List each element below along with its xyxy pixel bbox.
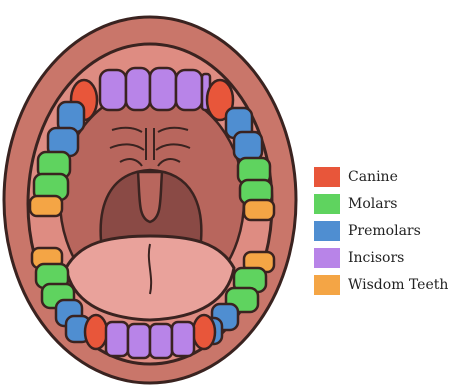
legend-item-molars: Molars	[314, 193, 448, 215]
tooth-wisdom	[30, 196, 62, 216]
legend-item-premolars: Premolars	[314, 220, 448, 242]
legend-item-incisors: Incisors	[314, 247, 448, 269]
tooth-premolar	[234, 132, 262, 160]
tooth-canine	[85, 315, 107, 349]
tooth-incisor	[100, 70, 126, 110]
legend-label: Incisors	[348, 250, 404, 266]
legend-item-canine: Canine	[314, 166, 448, 188]
tooth-incisor	[176, 70, 202, 110]
legend-label: Canine	[348, 169, 398, 185]
legend-swatch	[314, 167, 340, 187]
tooth-incisor	[172, 322, 194, 356]
legend-label: Molars	[348, 196, 397, 212]
tooth-incisor	[126, 68, 150, 110]
tooth-incisor	[128, 324, 150, 358]
legend-label: Wisdom Teeth	[348, 277, 448, 293]
tooth-incisor	[106, 322, 128, 356]
uvula	[138, 172, 162, 222]
legend-swatch	[314, 221, 340, 241]
legend-swatch	[314, 275, 340, 295]
tooth-canine	[193, 315, 215, 349]
tooth-incisor	[150, 324, 172, 358]
legend: Canine Molars Premolars Incisors Wisdom …	[314, 166, 448, 296]
tooth-incisor	[150, 68, 176, 110]
legend-swatch	[314, 194, 340, 214]
legend-swatch	[314, 248, 340, 268]
legend-item-wisdom-teeth: Wisdom Teeth	[314, 274, 448, 296]
legend-label: Premolars	[348, 223, 421, 239]
tooth-wisdom	[244, 200, 274, 220]
